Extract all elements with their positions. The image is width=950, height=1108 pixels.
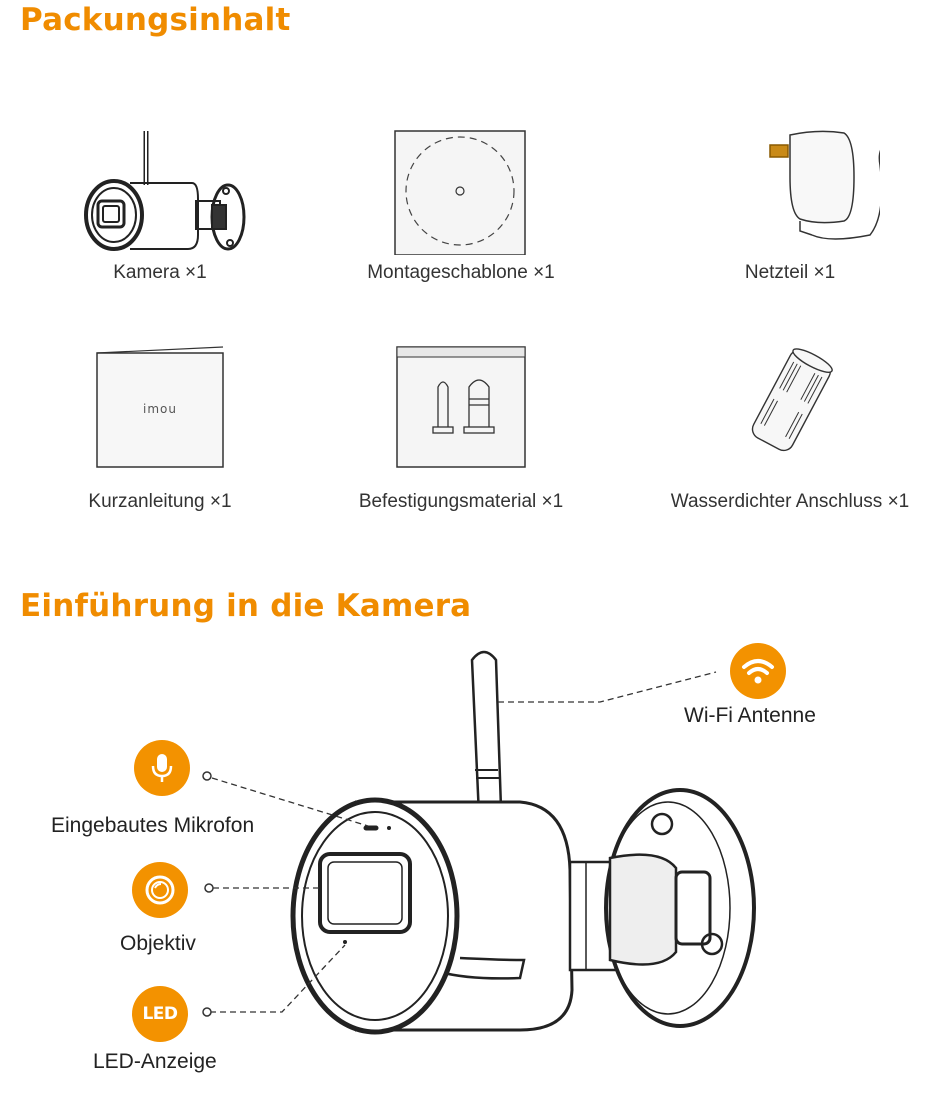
- callout-label-microphone: Eingebautes Mikrofon: [51, 814, 254, 838]
- callout-label-wifi: Wi-Fi Antenne: [684, 704, 816, 728]
- callout-dots: [203, 772, 213, 1016]
- lens-badge: [132, 862, 188, 918]
- microphone-badge: [134, 740, 190, 796]
- wifi-icon: [741, 656, 775, 686]
- lens-icon: [144, 874, 176, 906]
- led-icon: LED: [142, 1004, 177, 1024]
- led-badge: LED: [132, 986, 188, 1042]
- callout-label-lens: Objektiv: [120, 932, 196, 956]
- microphone-icon: [150, 752, 174, 784]
- callout-label-led: LED-Anzeige: [93, 1050, 217, 1074]
- wifi-badge: [730, 643, 786, 699]
